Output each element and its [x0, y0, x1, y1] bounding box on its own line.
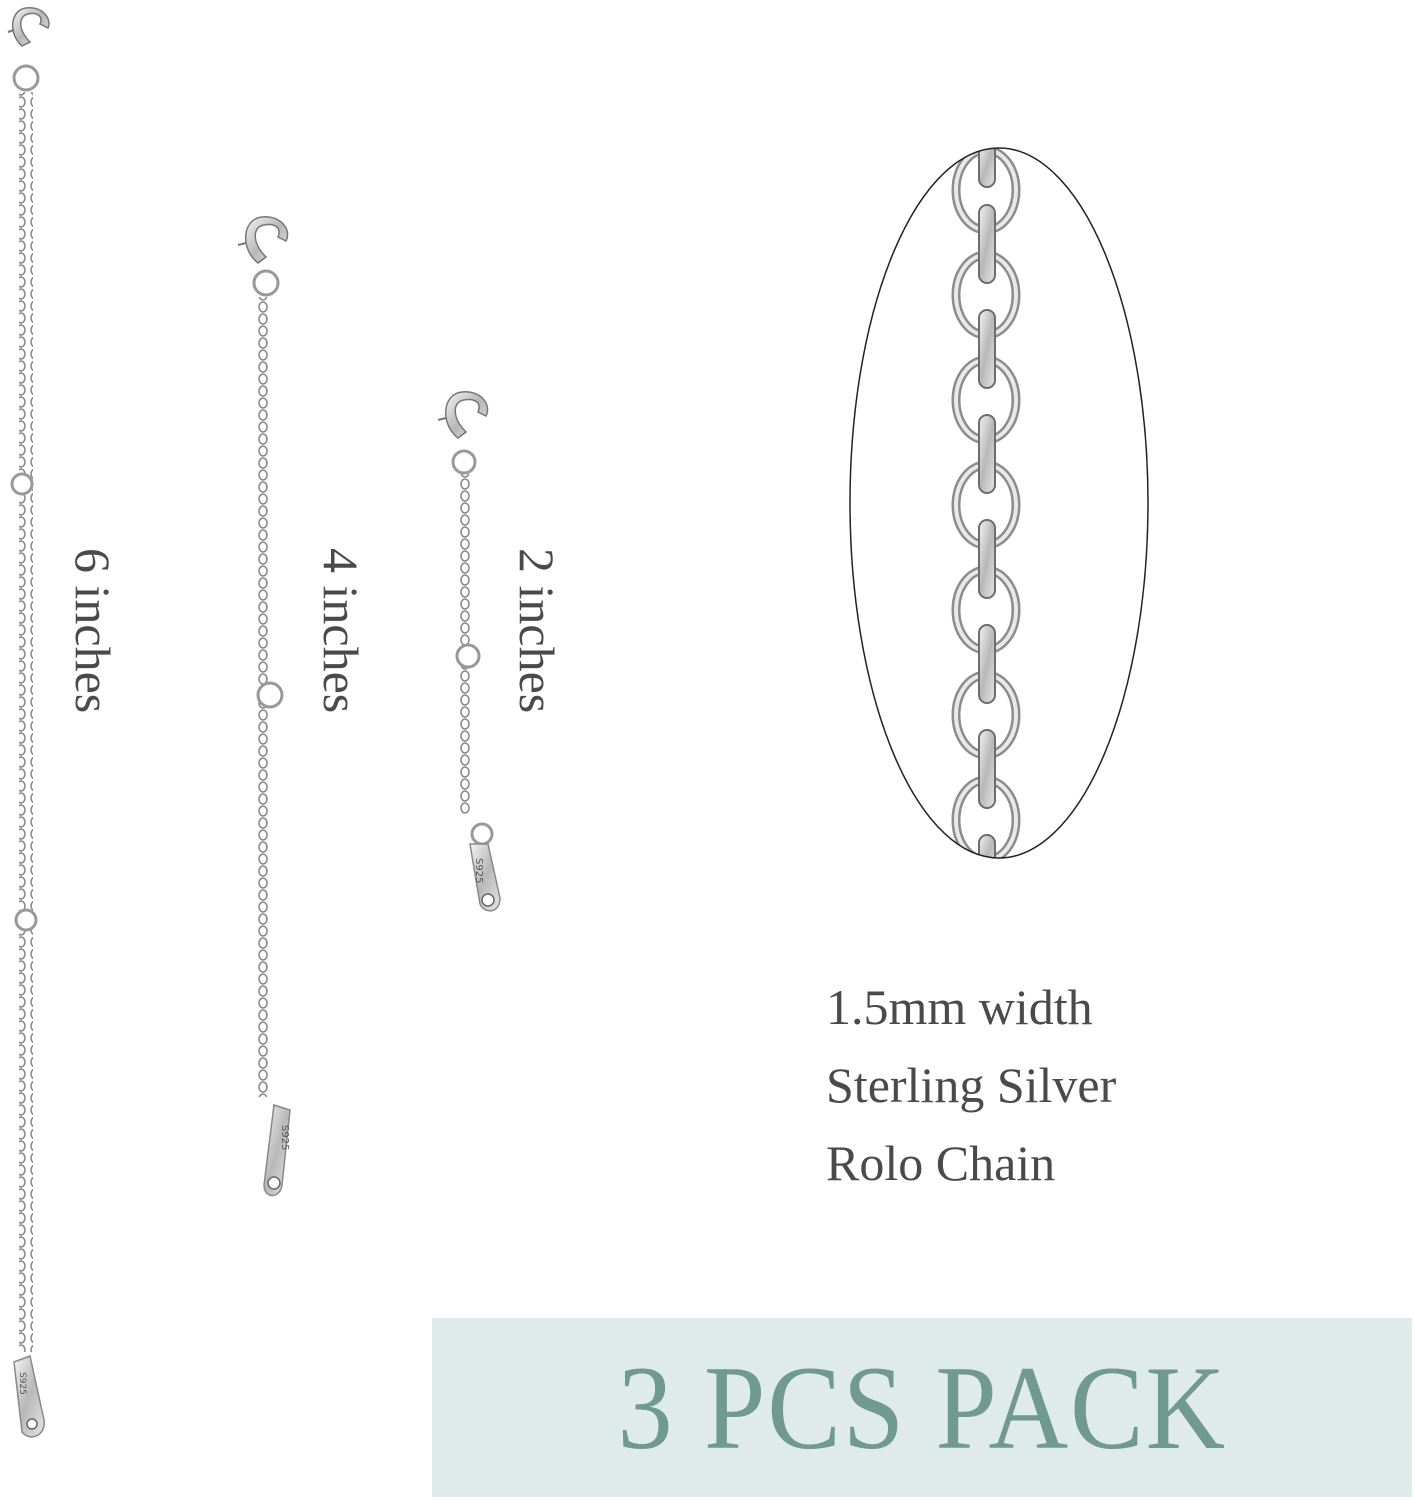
chain-closeup-callout — [845, 145, 1155, 865]
spec-material: Sterling Silver — [826, 1057, 1117, 1113]
svg-text:S925: S925 — [473, 858, 484, 883]
s925-tag-icon: S925 — [13, 1354, 45, 1438]
spec-width: 1.5mm width — [826, 979, 1093, 1035]
s925-tag-icon: S925 — [469, 843, 501, 912]
spec-chain-type: Rolo Chain — [826, 1135, 1056, 1191]
svg-text:S925: S925 — [279, 1125, 290, 1150]
chain-6-inch-drawing: S925 — [7, 7, 50, 1438]
ellipse-outline — [849, 147, 1149, 859]
chain-4-inch-drawing: S925 — [237, 216, 291, 1197]
pack-count-text: 3 PCS PACK — [617, 1340, 1227, 1474]
lobster-clasp-icon — [437, 391, 489, 439]
chain-4-inch: S925 — [228, 205, 318, 1205]
chain-2-inch: S925 — [430, 382, 520, 922]
length-label-6-inch: 6 inches — [65, 548, 121, 714]
length-label-2-inch: 2 inches — [509, 548, 565, 714]
lobster-clasp-icon — [7, 7, 50, 47]
chain-6-inch: S925 — [0, 0, 60, 1450]
lobster-clasp-icon — [237, 216, 289, 264]
s925-tag-icon: S925 — [263, 1104, 291, 1197]
svg-text:S925: S925 — [17, 1372, 27, 1395]
spec-text-block: 1.5mm width Sterling Silver Rolo Chain — [826, 968, 1116, 1202]
chain-2-inch-drawing: S925 — [437, 391, 501, 912]
length-label-4-inch: 4 inches — [313, 548, 369, 714]
pack-count-banner: 3 PCS PACK — [432, 1318, 1412, 1497]
rolo-chain-closeup-drawing — [849, 147, 1149, 859]
